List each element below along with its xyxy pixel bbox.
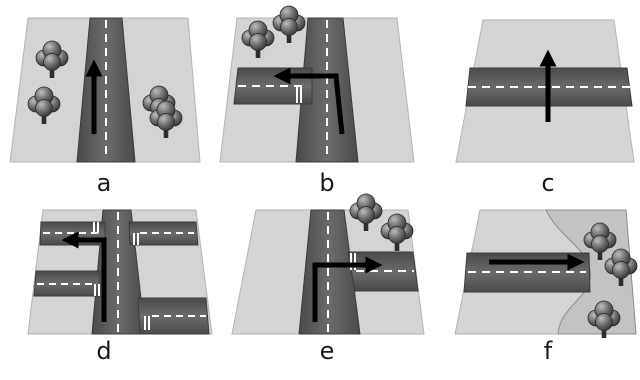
stop-line — [133, 233, 135, 245]
panel-a: a — [9, 17, 201, 197]
panel-label: e — [320, 337, 335, 365]
arrow-left-turn — [273, 67, 345, 135]
panel-f: f — [454, 209, 638, 365]
stop-line — [98, 284, 100, 296]
road-horizontal — [137, 297, 210, 335]
panel-d: d — [27, 209, 213, 365]
stop-line — [97, 222, 99, 233]
arrow-left-turn — [61, 231, 107, 322]
arrow-right-turn — [312, 256, 383, 322]
stop-line — [94, 284, 96, 296]
stop-line — [144, 316, 146, 330]
panel-label: a — [97, 169, 112, 197]
panel-label: c — [541, 169, 554, 197]
stop-line — [296, 86, 298, 103]
stop-line — [354, 253, 356, 270]
panel-c: c — [455, 19, 635, 197]
panel-label: b — [319, 169, 334, 197]
panel-e: e — [231, 193, 425, 365]
stop-line — [93, 222, 95, 233]
panel-label: f — [544, 337, 553, 365]
stop-line — [300, 86, 302, 103]
panel-label: d — [96, 337, 111, 365]
road-horizontal — [128, 221, 199, 246]
stop-line — [137, 233, 139, 245]
stop-line — [148, 316, 150, 330]
stop-line — [350, 253, 352, 270]
panel-b: b — [219, 5, 415, 197]
